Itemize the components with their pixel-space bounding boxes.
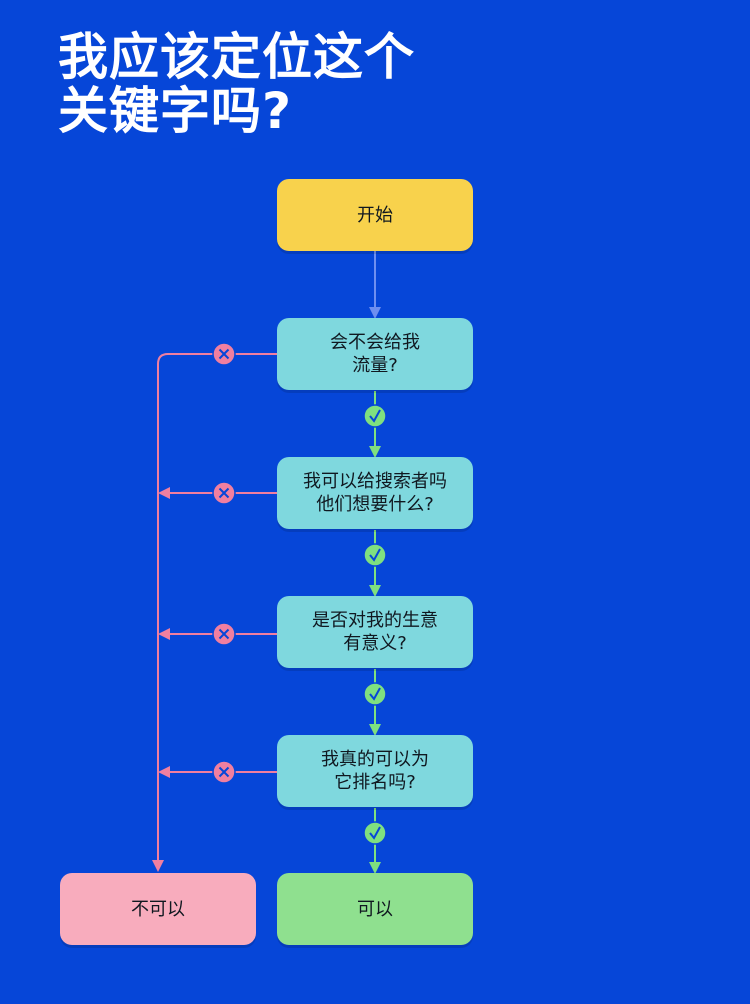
x-circle-icon	[212, 342, 236, 366]
check-circle-icon	[363, 821, 387, 845]
title-line-1: 我应该定位这个	[58, 28, 415, 86]
start-node: 开始	[277, 179, 473, 251]
no-trunk-line	[152, 353, 277, 872]
question-node-business-relevance: 是否对我的生意 有意义?	[277, 596, 473, 668]
question-node-searcher-intent: 我可以给搜索者吗 他们想要什么?	[277, 457, 473, 529]
result-node-no: 不可以	[60, 873, 256, 945]
check-circle-icon	[363, 404, 387, 428]
question-node-traffic: 会不会给我 流量?	[277, 318, 473, 390]
check-circle-icon	[363, 543, 387, 567]
result-node-yes: 可以	[277, 873, 473, 945]
page-title: 我应该定位这个 关键字吗?	[58, 30, 415, 138]
question-node-ranking-ability: 我真的可以为 它排名吗?	[277, 735, 473, 807]
title-line-2: 关键字吗?	[58, 82, 293, 140]
x-circle-icon	[212, 760, 236, 784]
x-circle-icon	[212, 622, 236, 646]
check-circle-icon	[363, 682, 387, 706]
x-circle-icon	[212, 481, 236, 505]
